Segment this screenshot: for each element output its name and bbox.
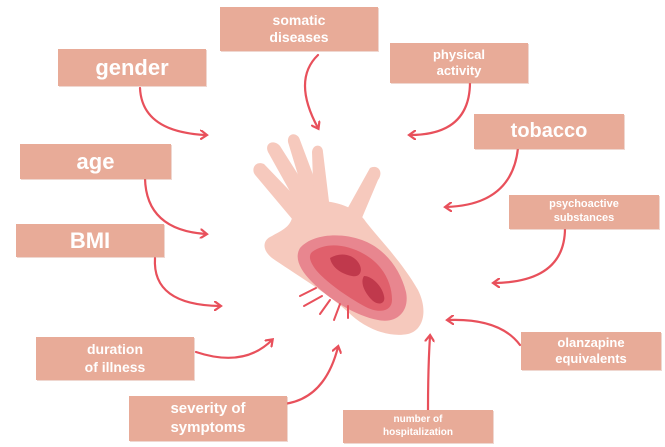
arrow-psychoactive-substances — [494, 228, 565, 283]
pain-line — [304, 296, 322, 306]
label-bmi: BMI — [16, 224, 164, 257]
label-text: number of hospitalization — [383, 414, 453, 439]
pain-line — [334, 304, 340, 320]
label-age: age — [20, 144, 171, 179]
label-severity-of-symptoms: severity of symptoms — [129, 396, 287, 441]
label-text: BMI — [70, 227, 110, 255]
label-psychoactive-substances: psychoactive substances — [509, 195, 659, 229]
label-olanzapine-equivalents: olanzapine equivalents — [521, 332, 661, 370]
label-text: duration of illness — [85, 341, 146, 376]
arrow-somatic-diseases — [305, 55, 318, 128]
label-gender: gender — [58, 49, 206, 86]
arrow-number-of-hospitalization — [428, 336, 430, 410]
injured-hand-icon — [240, 125, 440, 340]
label-tobacco: tobacco — [474, 114, 624, 149]
label-physical-activity: physical activity — [390, 43, 528, 83]
label-text: gender — [95, 54, 168, 82]
arrow-tobacco — [446, 148, 518, 207]
pain-line — [300, 288, 316, 296]
pain-line — [320, 300, 330, 314]
arrow-duration-of-illness — [196, 340, 272, 358]
arrow-bmi — [155, 258, 220, 306]
label-text: tobacco — [511, 119, 588, 144]
label-text: somatic diseases — [269, 12, 328, 47]
label-text: physical activity — [433, 47, 485, 80]
label-duration-of-illness: duration of illness — [36, 337, 194, 380]
label-text: severity of symptoms — [170, 400, 245, 438]
label-number-of-hospitalization: number of hospitalization — [343, 410, 493, 443]
arrow-olanzapine-equivalents — [448, 320, 520, 345]
label-somatic-diseases: somatic diseases — [220, 7, 378, 51]
hand-finger — [312, 146, 330, 210]
arrow-gender — [140, 88, 206, 135]
label-text: age — [77, 148, 115, 176]
label-text: psychoactive substances — [549, 198, 619, 226]
label-text: olanzapine equivalents — [555, 335, 627, 368]
